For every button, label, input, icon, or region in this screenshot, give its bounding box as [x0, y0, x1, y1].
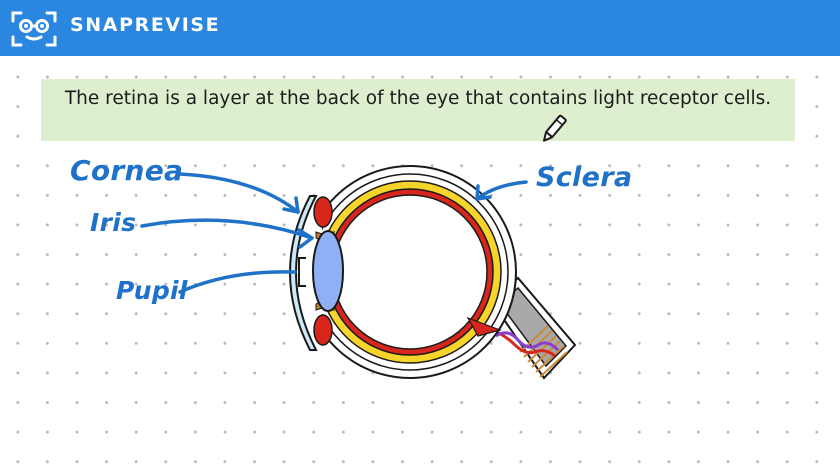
pupil-label: Pupil: [116, 276, 188, 305]
sclera-label: Sclera: [536, 162, 633, 193]
cornea-arrow: [178, 172, 300, 214]
brand-name: SNAPREVISE: [70, 14, 221, 36]
glasses-face-logo-icon: [11, 11, 57, 47]
pupil-bracket: [298, 257, 306, 287]
iris-lower: [313, 314, 333, 346]
caption-box: The retina is a layer at the back of the…: [41, 79, 795, 141]
sclera-arrow: [475, 180, 528, 201]
cornea-label: Cornea: [70, 154, 184, 187]
lens: [312, 230, 344, 312]
app-header: SNAPREVISE: [0, 0, 840, 56]
optic-disc: [466, 316, 502, 337]
pen-cursor-icon: [543, 114, 567, 142]
caption-text: The retina is a layer at the back of the…: [64, 88, 772, 109]
pupil-arrow: [178, 270, 297, 294]
iris-label: Iris: [90, 208, 137, 237]
iris-arrow: [140, 218, 314, 249]
vitreous-body: [332, 194, 488, 350]
iris-upper: [313, 196, 333, 228]
